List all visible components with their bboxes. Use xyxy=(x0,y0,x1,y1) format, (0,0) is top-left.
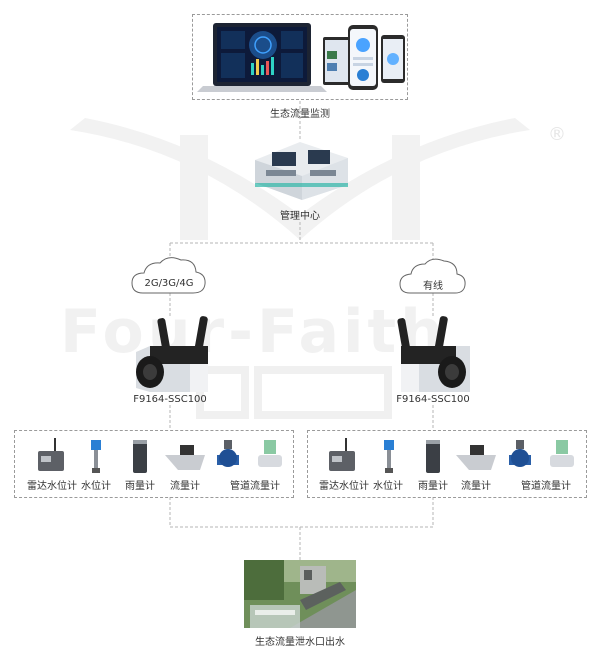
sensor-label-left-4: 管道流量计 xyxy=(230,481,280,492)
tablet-phone-icon xyxy=(323,25,405,90)
watermark-brand: Four-Faith xyxy=(60,297,447,367)
sensor-label-right-4: 管道流量计 xyxy=(521,481,571,492)
flow-meter-icon xyxy=(165,445,205,470)
pipe-flow-meter-icon xyxy=(217,440,282,467)
sensor-label-left-1: 水位计 xyxy=(81,481,111,492)
gateway-label-left: F9164-SSC100 xyxy=(133,394,207,405)
outlet-label: 生态流量泄水口出水 xyxy=(255,637,345,648)
rain-gauge-icon xyxy=(133,440,147,473)
sensor-label-left-3: 流量计 xyxy=(170,481,200,492)
laptop-icon xyxy=(197,23,327,92)
sensor-label-right-3: 流量计 xyxy=(461,481,491,492)
radar-level-meter-icon xyxy=(38,438,64,471)
radar-level-meter-icon xyxy=(329,438,355,471)
water-level-meter-icon xyxy=(384,440,394,473)
sensor-label-left-2: 雨量计 xyxy=(125,481,155,492)
management-label: 管理中心 xyxy=(280,211,320,222)
monitoring-label: 生态流量监测 xyxy=(270,109,330,120)
rain-gauge-icon xyxy=(426,440,440,473)
gateway-label-right: F9164-SSC100 xyxy=(396,394,470,405)
sensor-label-left-0: 雷达水位计 xyxy=(27,481,77,492)
watermark-registered: ® xyxy=(548,124,566,145)
sensor-label-right-0: 雷达水位计 xyxy=(319,481,369,492)
link-label-left: 2G/3G/4G xyxy=(144,278,194,289)
sensor-label-right-2: 雨量计 xyxy=(418,481,448,492)
link-label-right: 有线 xyxy=(423,281,443,292)
flow-meter-icon xyxy=(456,445,496,470)
sensor-group-left xyxy=(14,430,294,498)
water-level-meter-icon xyxy=(91,440,101,473)
sensor-group-right xyxy=(307,430,587,498)
monitoring-box xyxy=(192,14,408,100)
sensor-label-right-1: 水位计 xyxy=(373,481,403,492)
pipe-flow-meter-icon xyxy=(509,440,574,467)
